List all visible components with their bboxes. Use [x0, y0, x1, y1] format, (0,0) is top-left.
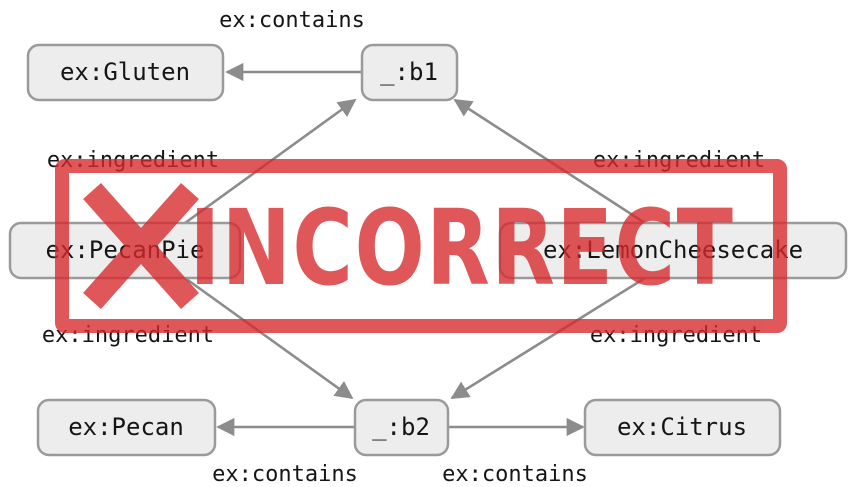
svg-text:_:b2: _:b2 [372, 413, 430, 441]
stamp-border [55, 159, 787, 333]
svg-text:ex:LemonCheesecake: ex:LemonCheesecake [543, 236, 803, 264]
node-citrus: ex:Citrus [583, 398, 782, 457]
svg-text:ex:Pecan: ex:Pecan [68, 413, 184, 441]
svg-text:ex:Citrus: ex:Citrus [617, 413, 747, 441]
svg-text:_:b1: _:b1 [380, 58, 438, 86]
cross-x-icon [83, 183, 199, 309]
stamp-label: INCORRECT [190, 187, 735, 309]
edge-label-b2-pecan: ex:contains [212, 462, 358, 487]
svg-text:ex:Gluten: ex:Gluten [60, 58, 190, 86]
edge-lemon-to-b2 [450, 276, 646, 400]
edge-label-b1-gluten: ex:contains [219, 8, 365, 33]
incorrect-stamp: INCORRECT [55, 159, 787, 333]
node-lemoncheesecake: ex:LemonCheesecake [498, 221, 848, 280]
edge-label-b2-citrus: ex:contains [442, 462, 588, 487]
node-b1: _:b1 [360, 43, 459, 102]
node-gluten: ex:Gluten [26, 43, 225, 102]
node-b2: _:b2 [353, 398, 450, 457]
edge-pecanpie-to-b2 [184, 276, 354, 400]
node-pecan: ex:Pecan [36, 398, 217, 457]
